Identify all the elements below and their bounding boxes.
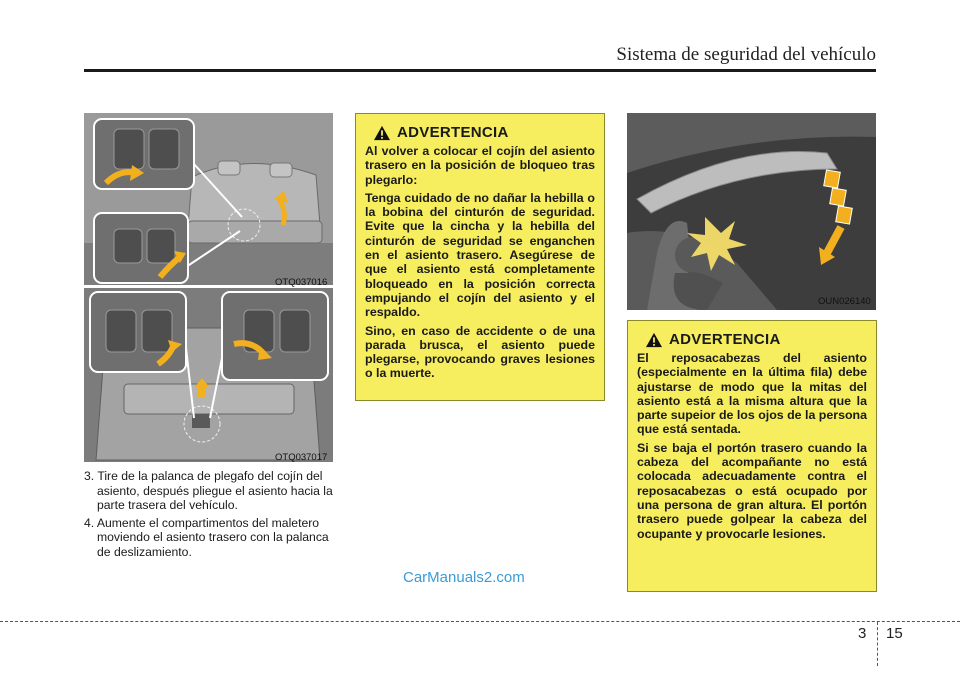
warning-paragraph: Tenga cuidado de no dañar la hebilla o l… [365, 190, 595, 320]
warning-paragraph: Al volver a colocar el cojín del asiento… [365, 144, 595, 187]
warning-paragraph: Sino, en caso de accidente o de una para… [365, 323, 595, 381]
watermark-link[interactable]: CarManuals2.com [403, 569, 525, 586]
figure-code-1: OTQ037016 [275, 277, 328, 288]
seat-lever-illustration [84, 113, 333, 285]
figure-tailgate-impact [627, 113, 876, 310]
footer-rule [0, 621, 960, 622]
warning-paragraph: Si se baja el portón trasero cuando la c… [637, 440, 867, 541]
cargo-area-illustration [84, 288, 333, 462]
page-chapter-number: 3 [858, 625, 867, 642]
step-3: 3. Tire de la palanca de plegafo del coj… [84, 469, 333, 513]
warning-triangle-icon [374, 125, 390, 140]
figure-seat-lever [84, 113, 333, 285]
tailgate-impact-illustration [627, 113, 876, 310]
figure-code-2: OTQ037017 [275, 452, 328, 463]
warning-paragraph: El reposacabezas del asiento (especialme… [637, 351, 867, 437]
figure-cargo-area [84, 288, 333, 462]
warning-box-headrest: ADVERTENCIA El reposacabezas del asiento… [627, 320, 877, 592]
instruction-steps: 3. Tire de la palanca de plegafo del coj… [84, 469, 334, 563]
warning-title: ADVERTENCIA [669, 331, 781, 348]
warning-triangle-icon [646, 332, 662, 347]
figure-code-3: OUN026140 [818, 296, 871, 307]
page-number: 15 [886, 625, 903, 642]
warning-header: ADVERTENCIA [637, 331, 867, 348]
page-header-title: Sistema de seguridad del vehículo [616, 44, 876, 65]
warning-header: ADVERTENCIA [365, 124, 595, 141]
footer-divider [877, 622, 878, 666]
warning-title: ADVERTENCIA [397, 124, 509, 141]
header-rule [84, 69, 876, 72]
step-4: 4. Aumente el compartimentos del maleter… [84, 515, 329, 559]
warning-box-seat-lock: ADVERTENCIA Al volver a colocar el cojín… [355, 113, 605, 401]
